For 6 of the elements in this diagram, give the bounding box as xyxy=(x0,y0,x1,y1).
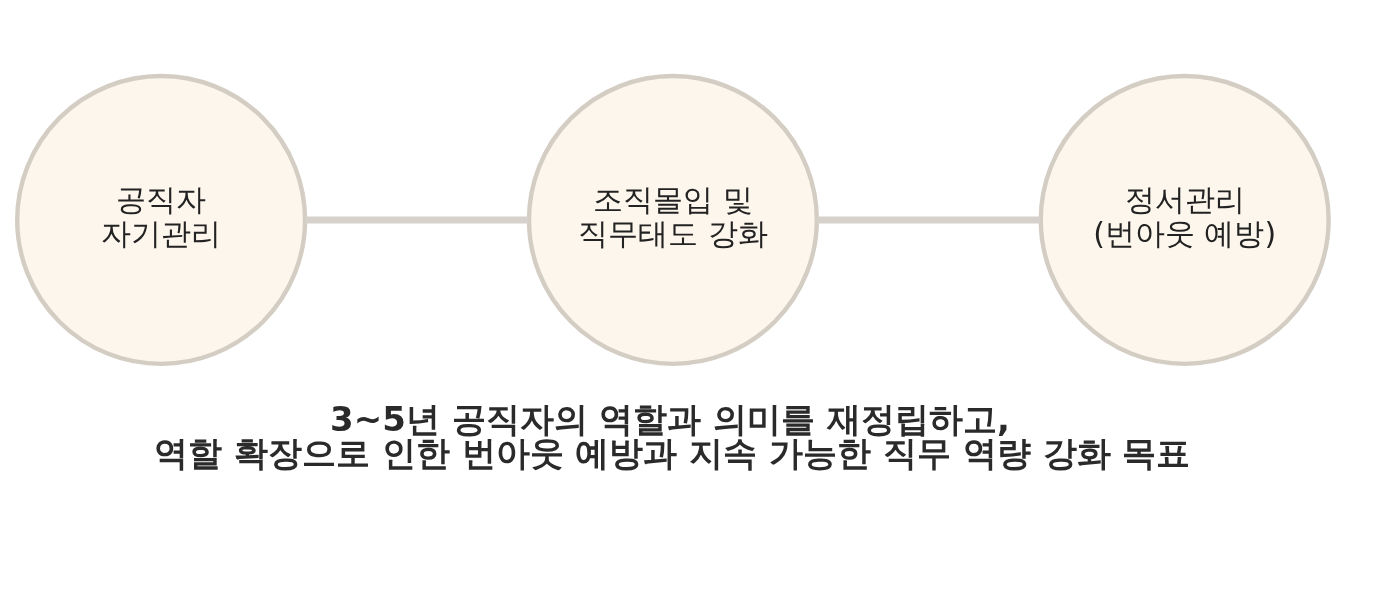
connector xyxy=(305,215,529,223)
caption: 3~5년 공직자의 역할과 의미를 재정립하고, 역할 확장으로 인한 번아웃 예방과 지속 가능한 직무 역량 강화 목표 xyxy=(154,398,1191,473)
node-circle: 조직몰입 및 직무태도 강화 xyxy=(526,73,820,366)
node-circle: 정서관리 (번아웃 예방) xyxy=(1038,73,1331,366)
node-circle: 공직자 자기관리 xyxy=(15,73,308,366)
connector xyxy=(817,215,1041,223)
